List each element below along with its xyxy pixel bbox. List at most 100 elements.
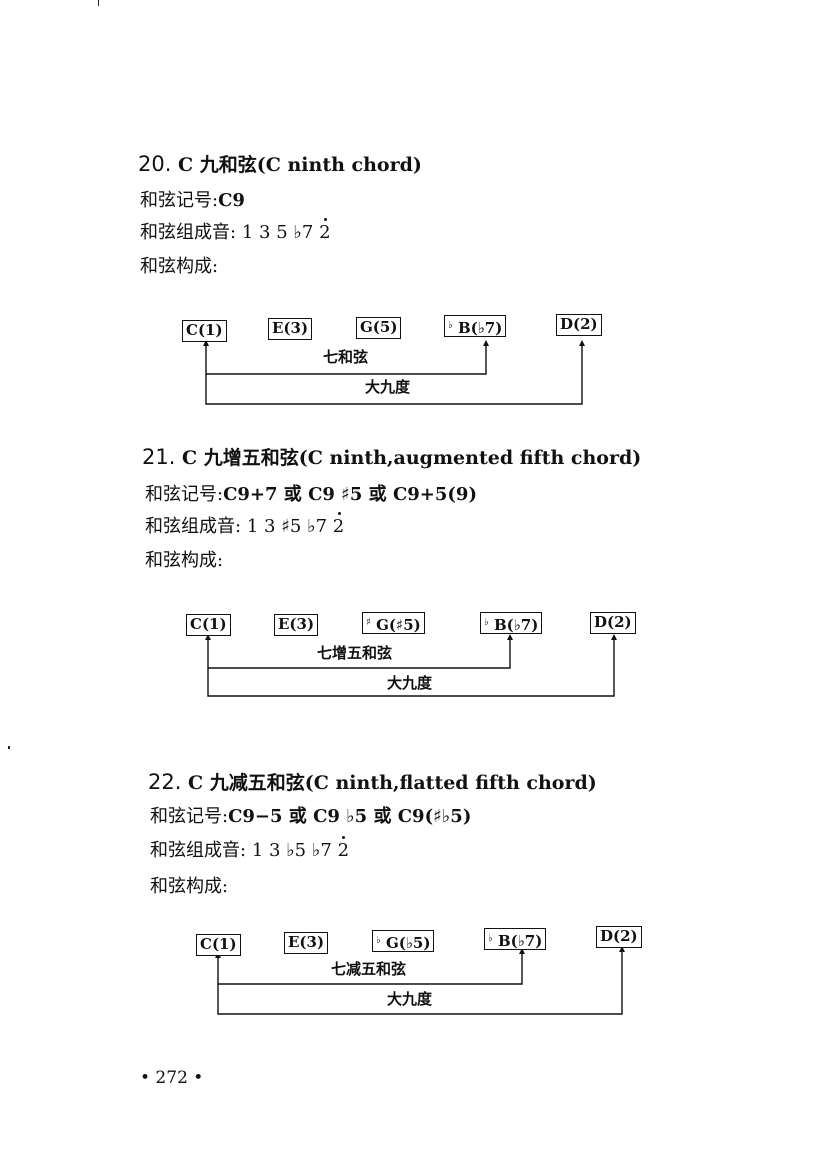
chord-tones-label: 和弦组成音:	[140, 222, 237, 243]
chord-structure-label: 和弦构成:	[145, 550, 224, 571]
chord-tones-label: 和弦组成音:	[145, 516, 242, 537]
chord-symbol-value: C9−5 或 C9 ♭5 或 C9(♯♭5)	[228, 806, 472, 827]
note-box-text: G(♯5)	[376, 616, 421, 634]
chord-structure-diagram: C(1) E(3) G(5) ♭ B(♭7) D(2) 七和弦 大九度	[0, 312, 824, 432]
chord-symbol-value: C9	[218, 190, 245, 211]
chord-tone: 1	[251, 840, 264, 861]
note-box-text: C(1)	[200, 935, 237, 953]
section-heading: 21. C 九增五和弦(C ninth,augmented fifth chor…	[142, 443, 641, 470]
chord-tone: 1	[241, 222, 254, 243]
chord-note-box: ♭ G(♭5)	[372, 930, 435, 952]
page-number: • 272 •	[140, 1068, 204, 1088]
arrowhead	[203, 340, 209, 346]
chord-symbol-label: 和弦记号:	[150, 806, 229, 827]
chord-note-box: D(2)	[590, 612, 636, 634]
arrowhead	[619, 946, 625, 952]
accidental-mark: ♭	[484, 617, 489, 628]
chord-symbol-line: 和弦记号:C9−5 或 C9 ♭5 或 C9(♯♭5)	[150, 802, 471, 828]
outer-bracket-line	[217, 950, 623, 1015]
chord-note-box: G(5)	[356, 317, 402, 339]
note-box-text: E(3)	[272, 319, 309, 337]
section-title: C 九增五和弦(C ninth,augmented fifth chord)	[182, 447, 642, 469]
outer-bracket-line	[207, 638, 615, 697]
outer-bracket-label: 大九度	[384, 672, 436, 693]
chord-note-box: C(1)	[196, 934, 241, 956]
chord-note-box: ♯ G(♯5)	[362, 612, 425, 634]
bracket-lines	[205, 634, 617, 697]
section-title: C 九减五和弦(C ninth,flatted fifth chord)	[188, 772, 597, 794]
chord-tones-line: 和弦组成音: 1 3 ♭5 ♭7 2	[150, 836, 349, 862]
accidental-mark: ♭	[448, 320, 453, 331]
chord-note-box: E(3)	[268, 318, 313, 340]
arrowhead	[579, 340, 585, 346]
outer-bracket-label: 大九度	[384, 988, 436, 1009]
chord-tone-high: 2	[332, 512, 345, 537]
chord-note-box: ♭ B(♭7)	[480, 612, 543, 634]
arrowhead	[519, 948, 525, 954]
chord-structure-diagram: C(1) E(3) ♯ G(♯5) ♭ B(♭7) D(2) 七增五和弦 大九度	[0, 606, 824, 726]
accidental-mark: ♯	[366, 617, 371, 628]
note-box-text: C(1)	[190, 615, 227, 633]
chord-note-box: D(2)	[556, 314, 602, 336]
note-box-text: C(1)	[186, 321, 223, 339]
chord-tone-high: 2	[319, 218, 331, 243]
scan-speck-left	[8, 746, 10, 749]
chord-symbol-label: 和弦记号:	[140, 190, 219, 211]
inner-bracket-line	[205, 344, 487, 375]
section-heading: 20. C 九和弦(C ninth chord)	[138, 150, 422, 177]
note-box-text: B(♭7)	[493, 616, 539, 634]
chord-symbol-value: C9+7 或 C9 ♯5 或 C9+5(9)	[223, 484, 477, 505]
note-box-text: B(♭7)	[457, 319, 503, 337]
chord-tone: ♭7	[311, 840, 332, 861]
chord-tone: 3	[264, 516, 276, 537]
inner-bracket-line	[207, 638, 511, 669]
chord-note-box: C(1)	[186, 614, 231, 636]
section-number: 22.	[148, 770, 182, 794]
outer-bracket-line	[205, 344, 583, 405]
chord-structure-label: 和弦构成:	[150, 876, 229, 897]
chord-note-box: E(3)	[284, 932, 329, 954]
inner-bracket-line	[217, 952, 523, 985]
chord-tones-label: 和弦组成音:	[150, 840, 247, 861]
chord-tone: ♭7	[293, 222, 314, 243]
chord-symbol-label: 和弦记号:	[145, 484, 224, 505]
note-box-text: E(3)	[278, 615, 315, 633]
chord-note-box: ♭ B(♭7)	[484, 928, 547, 950]
chord-tone: ♭5	[286, 840, 307, 861]
chord-symbol-line: 和弦记号:C9+7 或 C9 ♯5 或 C9+5(9)	[145, 480, 477, 506]
chord-note-box: D(2)	[596, 926, 642, 948]
scan-speck-top	[98, 0, 99, 6]
outer-bracket-label: 大九度	[362, 376, 414, 397]
chord-structure-label: 和弦构成:	[140, 256, 219, 277]
note-box-text: D(2)	[560, 315, 598, 333]
chord-structure-diagram: C(1) E(3) ♭ G(♭5) ♭ B(♭7) D(2) 七减五和弦 大九度	[0, 922, 824, 1042]
inner-bracket-label: 七减五和弦	[328, 958, 410, 979]
chord-tone: 3	[259, 222, 271, 243]
section-number: 21.	[142, 445, 176, 469]
chord-tones-line: 和弦组成音: 1 3 ♯5 ♭7 2	[145, 512, 344, 538]
accidental-mark: ♭	[488, 933, 493, 944]
section-title: C 九和弦(C ninth chord)	[178, 154, 422, 176]
note-box-text: D(2)	[594, 613, 632, 631]
inner-bracket-label: 七增五和弦	[314, 642, 396, 663]
chord-tone: 5	[276, 222, 288, 243]
chord-note-box: E(3)	[274, 614, 319, 636]
chord-tone: 3	[269, 840, 281, 861]
arrowhead	[611, 634, 617, 640]
note-box-text: G(5)	[360, 318, 398, 336]
accidental-mark: ♭	[376, 935, 381, 946]
chord-tone: 1	[246, 516, 259, 537]
arrowhead	[205, 634, 211, 640]
note-box-text: G(♭5)	[385, 934, 431, 952]
chord-tone: ♯5	[281, 516, 302, 537]
note-box-text: D(2)	[600, 927, 638, 945]
chord-tones-line: 和弦组成音: 1 3 5 ♭7 2	[140, 218, 331, 244]
chord-symbol-line: 和弦记号:C9	[140, 186, 245, 212]
chord-tone: ♭7	[307, 516, 328, 537]
chord-tone-high: 2	[337, 836, 350, 861]
arrowhead	[483, 340, 489, 346]
section-number: 20.	[138, 152, 172, 176]
section-heading: 22. C 九减五和弦(C ninth,flatted fifth chord)	[148, 768, 597, 795]
bracket-lines	[203, 340, 585, 405]
